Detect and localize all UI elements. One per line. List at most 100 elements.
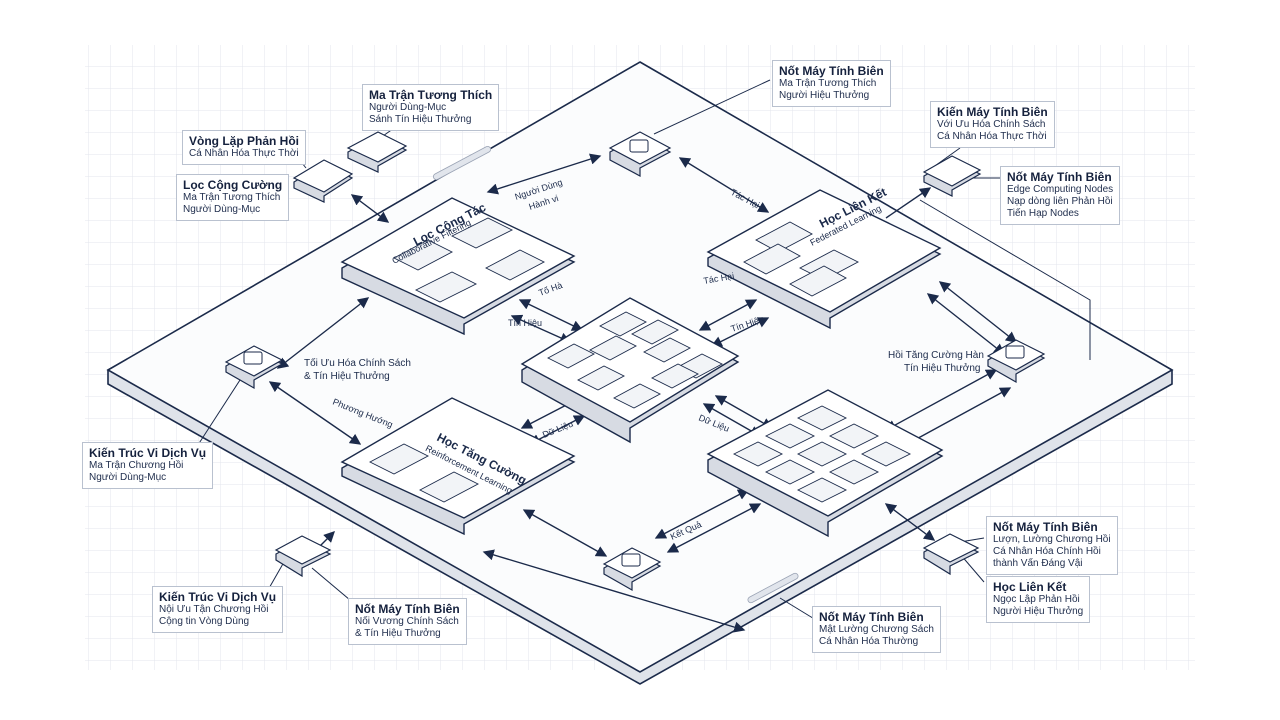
arrow-bl-bottom [522,509,608,557]
arrow-center-tr [698,299,758,331]
grid-cell [764,423,816,449]
grid-cell [732,441,784,467]
hub-bottom-left [340,397,576,536]
left-caption-line-2: & Tín Hiệu Thưởng [304,370,390,382]
edge-node [608,131,672,177]
callout-title: Kiến Trúc Vi Dịch Vụ [159,590,277,604]
callout-filtering: Lọc Cộng Cường Ma Trận Tương Thích Người… [176,174,290,221]
callout-line: Mật Lường Chương Sách [819,624,934,636]
callout-line: Lượn, Lường Chương Hồi [993,534,1111,546]
callout-line: Cá Nhân Hóa Thường [819,635,919,647]
core-module [577,365,625,391]
left-caption-line-1: Tối Ưu Hóa Chính Sách [304,357,411,369]
callout-feedback-loop: Vòng Lặp Phản Hồi Cá Nhân Hóa Thực Thời [182,130,306,165]
hub-top-right [706,189,942,330]
callout-line: Người Dùng-Mục [89,471,167,483]
callout-line: Nội Ưu Tận Chương Hồi [159,604,269,616]
right-caption-line-1: Hồi Tăng Cường Hàn [888,349,984,361]
callout-title: Nốt Máy Tính Biên [779,64,884,78]
callout-line: Cá Nhân Hóa Thực Thời [189,148,299,160]
core-module [613,383,661,409]
module-chip [419,471,479,503]
callout-title: Nốt Máy Tính Biên [1007,170,1112,184]
callout-line: Nối Vương Chính Sách [355,616,459,628]
callout-line: Người Hiệu Thưởng [779,89,870,101]
arrow-center-br-2 [714,395,774,429]
callout-microservices-left: Kiến Trúc Vi Dịch Vụ Ma Trận Chương Hồi … [82,442,214,489]
core-module [651,363,699,389]
module-chip [414,271,478,303]
callout-title: Vòng Lặp Phản Hồi [189,134,299,148]
callout-title: Học Liên Kết [993,580,1067,594]
server-icon [621,553,641,567]
arrow-center-tr-2 [710,317,770,347]
central-core [520,297,740,444]
callout-edge-node-bottom: Nốt Máy Tính Biên Mật Lường Chương Sách … [812,606,941,653]
callout-edge-nodes: Nốt Máy Tính Biên Edge Computing Nodes N… [1000,166,1121,225]
callout-line: Với Ưu Hóa Chính Sách [937,119,1046,131]
callout-title: Nốt Máy Tính Biên [993,520,1098,534]
callout-line: Ngọc Lập Phản Hồi [993,594,1080,606]
arrow-tr-right-2 [926,293,1006,355]
module-chip [369,443,429,475]
grid-cell [828,459,880,485]
grid-cell [828,423,880,449]
callout-edge-node-top: Nốt Máy Tính Biên Ma Trận Tương Thích Ng… [772,60,891,107]
server-icon [629,139,649,153]
arrow-br-node [884,503,936,541]
module-chip [450,217,514,249]
callout-line: Cộng tin Vòng Dùng [159,615,250,627]
module-chip [393,239,453,271]
server-icon [1005,345,1025,359]
core-module [547,343,595,369]
callout-line: Edge Computing Nodes [1007,184,1114,196]
core-module [631,319,679,345]
edge-node [274,535,332,578]
callout-line: Nạp dòng liên Phản Hồi [1007,195,1113,207]
grid-cell [796,477,848,503]
callout-title: Ma Trận Tương Thích [369,88,493,102]
grid-cell [796,441,848,467]
module-chip [743,243,801,275]
grid-cell [764,459,816,485]
arrow-tr-node [885,187,932,219]
connector-label: Tín Hiệu [508,318,542,328]
arrow-tl-center-2 [510,314,572,344]
callout-microservices-bottom: Kiến Trúc Vi Dịch Vụ Nội Ưu Tận Chương H… [152,586,284,633]
arrow-node-tl [350,194,390,223]
grid-cell [860,441,912,467]
edge-node [602,547,662,592]
callout-line: Người Hiệu Thưởng [993,605,1084,617]
callout-edge-node-bottom-right: Nốt Máy Tính Biên Lượn, Lường Chương Hồi… [986,516,1118,575]
arrow-left-bl [268,381,362,445]
callout-line: thành Vấn Đáng Vậi [993,557,1083,569]
callout-line: Ma Trận Chương Hồi [89,460,184,472]
callout-line: Sánh Tín Hiệu Thưởng [369,113,472,125]
callout-line: Người Dùng-Mục [369,102,447,114]
module-chip [789,265,847,297]
callout-line: Tiến Hạp Nodes [1007,207,1079,219]
callout-line: Cá Nhân Hóa Chính Hồi [993,545,1101,557]
edge-node [986,339,1046,384]
callout-edge-compute: Kiến Máy Tính Biên Với Ưu Hóa Chính Sách… [930,101,1055,148]
edge-node [346,131,408,173]
callout-title: Kiến Máy Tính Biên [937,105,1048,119]
callout-line: & Tín Hiệu Thưởng [355,627,441,639]
callout-edge-node-bottom-left: Nốt Máy Tính Biên Nối Vương Chính Sách &… [348,598,467,645]
callout-line: Người Dùng-Mục [183,203,261,215]
arrow-bottom-br-2 [654,489,750,539]
callout-title: Nốt Máy Tính Biên [355,602,460,616]
callout-title: Lọc Cộng Cường [183,178,283,192]
callout-title: Nốt Máy Tính Biên [819,610,924,624]
callout-compat-matrix: Ma Trận Tương Thích Người Dùng-Mục Sánh … [362,84,500,131]
right-caption-line-2: Tín Hiệu Thưởng [904,362,980,374]
core-module [589,335,637,361]
leader-lines [195,79,1002,621]
arrow-bottom-long [482,549,746,633]
edge-node [292,159,354,203]
callout-line: Cá Nhân Hóa Thực Thời [937,130,1047,142]
edge-node [922,533,980,576]
callout-line: Ma Trận Tương Thích [779,78,877,90]
arrow-left-tl [276,297,370,369]
